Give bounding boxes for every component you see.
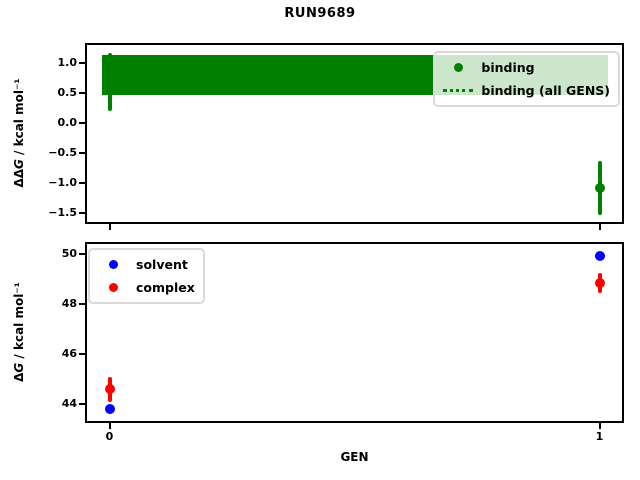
ylabel-delta-prefix: ΔΔ bbox=[12, 168, 26, 188]
data-point-binding bbox=[594, 182, 605, 193]
axes-dg-plot-area: solvent complex 50 48 46 44 0 1 bbox=[62, 242, 624, 443]
legend-marker-dot-icon bbox=[98, 260, 128, 269]
y-tick-label: 50 bbox=[61, 246, 77, 260]
y-axis-label-dg: ΔG / kcal mol⁻¹ bbox=[12, 282, 26, 382]
y-tick-label: 44 bbox=[61, 397, 77, 411]
y-tick-label: 48 bbox=[61, 296, 77, 310]
legend-label: complex bbox=[136, 280, 195, 295]
y-tick bbox=[79, 212, 85, 215]
y-tick bbox=[79, 61, 85, 64]
x-tick bbox=[108, 224, 111, 230]
ylabel-unit: / kcal mol⁻¹ bbox=[12, 78, 26, 160]
y-tick bbox=[79, 91, 85, 94]
ylabel-delta-prefix: Δ bbox=[12, 372, 26, 382]
y-tick-label: 0.0 bbox=[57, 115, 78, 129]
y-tick bbox=[79, 121, 85, 124]
legend-label: solvent bbox=[136, 257, 188, 272]
y-tick bbox=[79, 302, 85, 305]
x-axis-label: GEN bbox=[340, 450, 369, 464]
legend-item: solvent bbox=[98, 253, 195, 276]
legend-marker-glyph bbox=[453, 63, 463, 72]
y-tick bbox=[79, 252, 85, 255]
legend-marker-glyph bbox=[108, 260, 118, 269]
axes-ddg-plot-area: binding binding (all GENS) 1.0 0.5 0.0 −0.5 −… bbox=[48, 43, 624, 230]
data-point-binding bbox=[104, 77, 115, 88]
legend-item: binding bbox=[443, 56, 610, 79]
x-tick-label: 0 bbox=[105, 430, 114, 443]
x-tick-label: 1 bbox=[595, 430, 604, 443]
y-tick-label: −1.0 bbox=[48, 176, 77, 190]
ylabel-g-symbol: G bbox=[12, 159, 26, 169]
legend-marker-glyph bbox=[108, 283, 118, 292]
y-axis-label-ddg: ΔΔG / kcal mol⁻¹ bbox=[12, 78, 26, 187]
x-tick bbox=[598, 224, 601, 230]
all-gens-mean-line bbox=[109, 73, 600, 76]
legend-marker-dot-icon bbox=[98, 283, 128, 292]
y-tick-label: −0.5 bbox=[48, 146, 77, 160]
legend-item: binding (all GENS) bbox=[443, 79, 610, 102]
y-tick-label: 0.5 bbox=[57, 85, 78, 99]
y-tick-label: 1.0 bbox=[57, 55, 78, 69]
y-tick bbox=[79, 152, 85, 155]
data-point-solvent bbox=[594, 251, 605, 262]
x-tick bbox=[598, 423, 601, 429]
y-tick-label: −1.5 bbox=[48, 206, 77, 220]
legend-label: binding bbox=[481, 60, 535, 75]
figure-title: RUN9689 bbox=[284, 6, 356, 21]
ylabel-g-symbol: G bbox=[12, 362, 26, 373]
data-point-complex bbox=[594, 277, 605, 288]
x-tick bbox=[108, 423, 111, 429]
y-tick bbox=[79, 403, 85, 406]
legend-solvent-complex: solvent complex bbox=[88, 248, 205, 304]
legend-binding: binding binding (all GENS) bbox=[433, 51, 620, 107]
legend-item: complex bbox=[98, 276, 195, 299]
y-tick bbox=[79, 182, 85, 185]
data-point-solvent bbox=[104, 404, 115, 415]
y-tick bbox=[79, 353, 85, 356]
y-tick-label: 46 bbox=[61, 347, 77, 361]
data-point-complex bbox=[104, 384, 115, 395]
legend-label: binding (all GENS) bbox=[481, 83, 610, 98]
legend-marker-glyph bbox=[443, 89, 474, 92]
legend-marker-dot-icon bbox=[443, 63, 473, 72]
ylabel-unit: / kcal mol⁻¹ bbox=[12, 282, 26, 363]
legend-marker-dotted-line-icon bbox=[443, 89, 474, 92]
